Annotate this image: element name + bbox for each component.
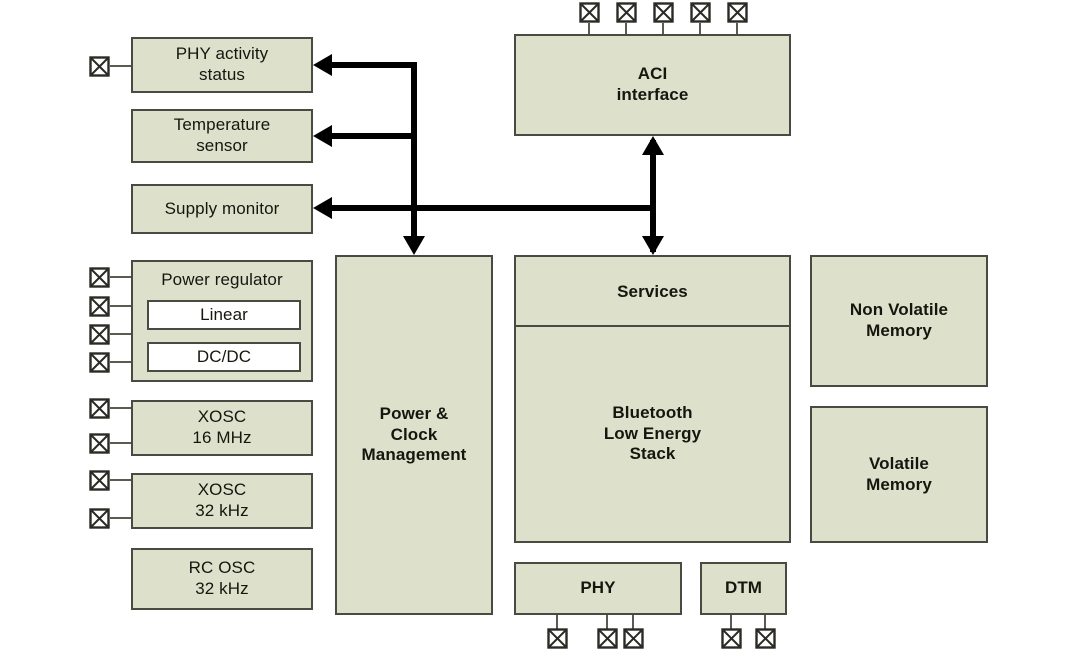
pad-lead xyxy=(556,615,558,629)
ble-stack-line2: Low Energy xyxy=(603,423,702,443)
bus-to-temperature-sensor xyxy=(332,133,414,139)
io-pad-icon xyxy=(89,470,110,491)
pad-lead xyxy=(625,23,627,36)
io-pad-icon xyxy=(755,628,776,649)
pad-lead xyxy=(110,407,132,409)
dcdc-label: DC/DC xyxy=(196,346,252,366)
pad-lead xyxy=(632,615,634,629)
pad-lead xyxy=(110,442,132,444)
pad-lead xyxy=(606,615,608,629)
bus-to-supply-monitor xyxy=(332,205,656,211)
temperature-sensor-line1: Temperature xyxy=(173,115,271,135)
supply-monitor-label: Supply monitor xyxy=(164,198,280,218)
services-label: Services xyxy=(617,281,688,301)
io-pad-icon xyxy=(89,508,110,529)
io-pad-icon xyxy=(727,2,748,23)
sub-block-dcdc[interactable]: DC/DC xyxy=(147,342,301,372)
bus-to-phy-activity-status xyxy=(332,62,414,68)
rc-osc-32khz-line2: 32 kHz xyxy=(195,579,249,598)
block-phy-activity-status[interactable]: PHY activity status xyxy=(131,37,313,93)
pad-lead xyxy=(110,517,132,519)
block-bluetooth-low-energy-stack[interactable]: Bluetooth Low Energy Stack xyxy=(516,327,789,541)
io-pad-icon xyxy=(547,628,568,649)
pad-lead xyxy=(662,23,664,36)
io-pad-icon xyxy=(623,628,644,649)
io-pad-icon xyxy=(89,324,110,345)
block-ble-services-container[interactable]: Services Bluetooth Low Energy Stack xyxy=(514,255,791,543)
bus-aci-services-vertical xyxy=(650,140,656,252)
bus-trunk-vertical xyxy=(411,62,417,238)
xosc-32khz-line1: XOSC xyxy=(197,480,247,500)
io-pad-icon xyxy=(616,2,637,23)
services-divider xyxy=(516,325,789,327)
io-pad-icon xyxy=(579,2,600,23)
arrow-left-temperature-sensor xyxy=(313,125,332,147)
io-pad-icon xyxy=(89,56,110,77)
io-pad-icon xyxy=(89,296,110,317)
power-clock-management-line1: Power & xyxy=(379,403,449,423)
phy-activity-status-line2: status xyxy=(199,65,245,84)
block-aci-interface[interactable]: ACI interface xyxy=(514,34,791,136)
block-xosc-16mhz[interactable]: XOSC 16 MHz xyxy=(131,400,313,456)
arrow-left-phy-activity-status xyxy=(313,54,332,76)
pad-lead xyxy=(110,361,132,363)
block-temperature-sensor[interactable]: Temperature sensor xyxy=(131,109,313,163)
volatile-memory-line2: Memory xyxy=(866,474,932,494)
pad-lead xyxy=(110,479,132,481)
pad-lead xyxy=(110,333,132,335)
io-pad-icon xyxy=(89,398,110,419)
block-power-regulator[interactable]: Power regulator Linear DC/DC xyxy=(131,260,313,382)
phy-label: PHY xyxy=(580,578,616,598)
power-clock-management-line2: Clock xyxy=(390,424,438,444)
power-regulator-title: Power regulator xyxy=(161,270,283,289)
ble-stack-line1: Bluetooth xyxy=(612,402,693,422)
xosc-32khz-line2: 32 kHz xyxy=(195,501,249,520)
dtm-label: DTM xyxy=(724,578,763,598)
arrow-up-aci-interface xyxy=(642,136,664,155)
pad-lead xyxy=(699,23,701,36)
io-pad-icon xyxy=(597,628,618,649)
block-volatile-memory[interactable]: Volatile Memory xyxy=(810,406,988,543)
linear-label: Linear xyxy=(200,304,248,324)
pad-lead xyxy=(110,305,132,307)
io-pad-icon xyxy=(89,433,110,454)
io-pad-icon xyxy=(89,352,110,373)
arrow-left-supply-monitor xyxy=(313,197,332,219)
block-dtm[interactable]: DTM xyxy=(700,562,787,615)
non-volatile-memory-line2: Memory xyxy=(866,321,932,340)
non-volatile-memory-line1: Non Volatile xyxy=(849,300,949,320)
arrow-down-power-clock-management xyxy=(403,236,425,255)
io-pad-icon xyxy=(721,628,742,649)
block-supply-monitor[interactable]: Supply monitor xyxy=(131,184,313,234)
block-non-volatile-memory[interactable]: Non Volatile Memory xyxy=(810,255,988,387)
io-pad-icon xyxy=(653,2,674,23)
xosc-16mhz-line1: XOSC xyxy=(197,407,247,427)
block-phy[interactable]: PHY xyxy=(514,562,682,615)
arrow-down-services xyxy=(642,236,664,255)
pad-lead xyxy=(730,615,732,629)
pad-lead xyxy=(736,23,738,36)
pad-lead xyxy=(110,65,132,67)
io-pad-icon xyxy=(690,2,711,23)
block-power-clock-management[interactable]: Power & Clock Management xyxy=(335,255,493,615)
pad-lead xyxy=(588,23,590,36)
ble-stack-line3: Stack xyxy=(629,444,676,464)
power-clock-management-line3: Management xyxy=(361,445,467,465)
rc-osc-32khz-line1: RC OSC xyxy=(188,558,256,578)
io-pad-icon xyxy=(89,267,110,288)
volatile-memory-line1: Volatile xyxy=(868,453,929,473)
temperature-sensor-line2: sensor xyxy=(196,136,248,155)
block-rc-osc-32khz[interactable]: RC OSC 32 kHz xyxy=(131,548,313,610)
pad-lead xyxy=(764,615,766,629)
aci-interface-line2: interface xyxy=(616,85,689,104)
aci-interface-line1: ACI xyxy=(637,64,668,84)
phy-activity-status-line1: PHY activity xyxy=(175,44,269,64)
block-services[interactable]: Services xyxy=(516,257,789,327)
pad-lead xyxy=(110,276,132,278)
xosc-16mhz-line2: 16 MHz xyxy=(192,428,252,447)
block-xosc-32khz[interactable]: XOSC 32 kHz xyxy=(131,473,313,529)
sub-block-linear[interactable]: Linear xyxy=(147,300,301,330)
